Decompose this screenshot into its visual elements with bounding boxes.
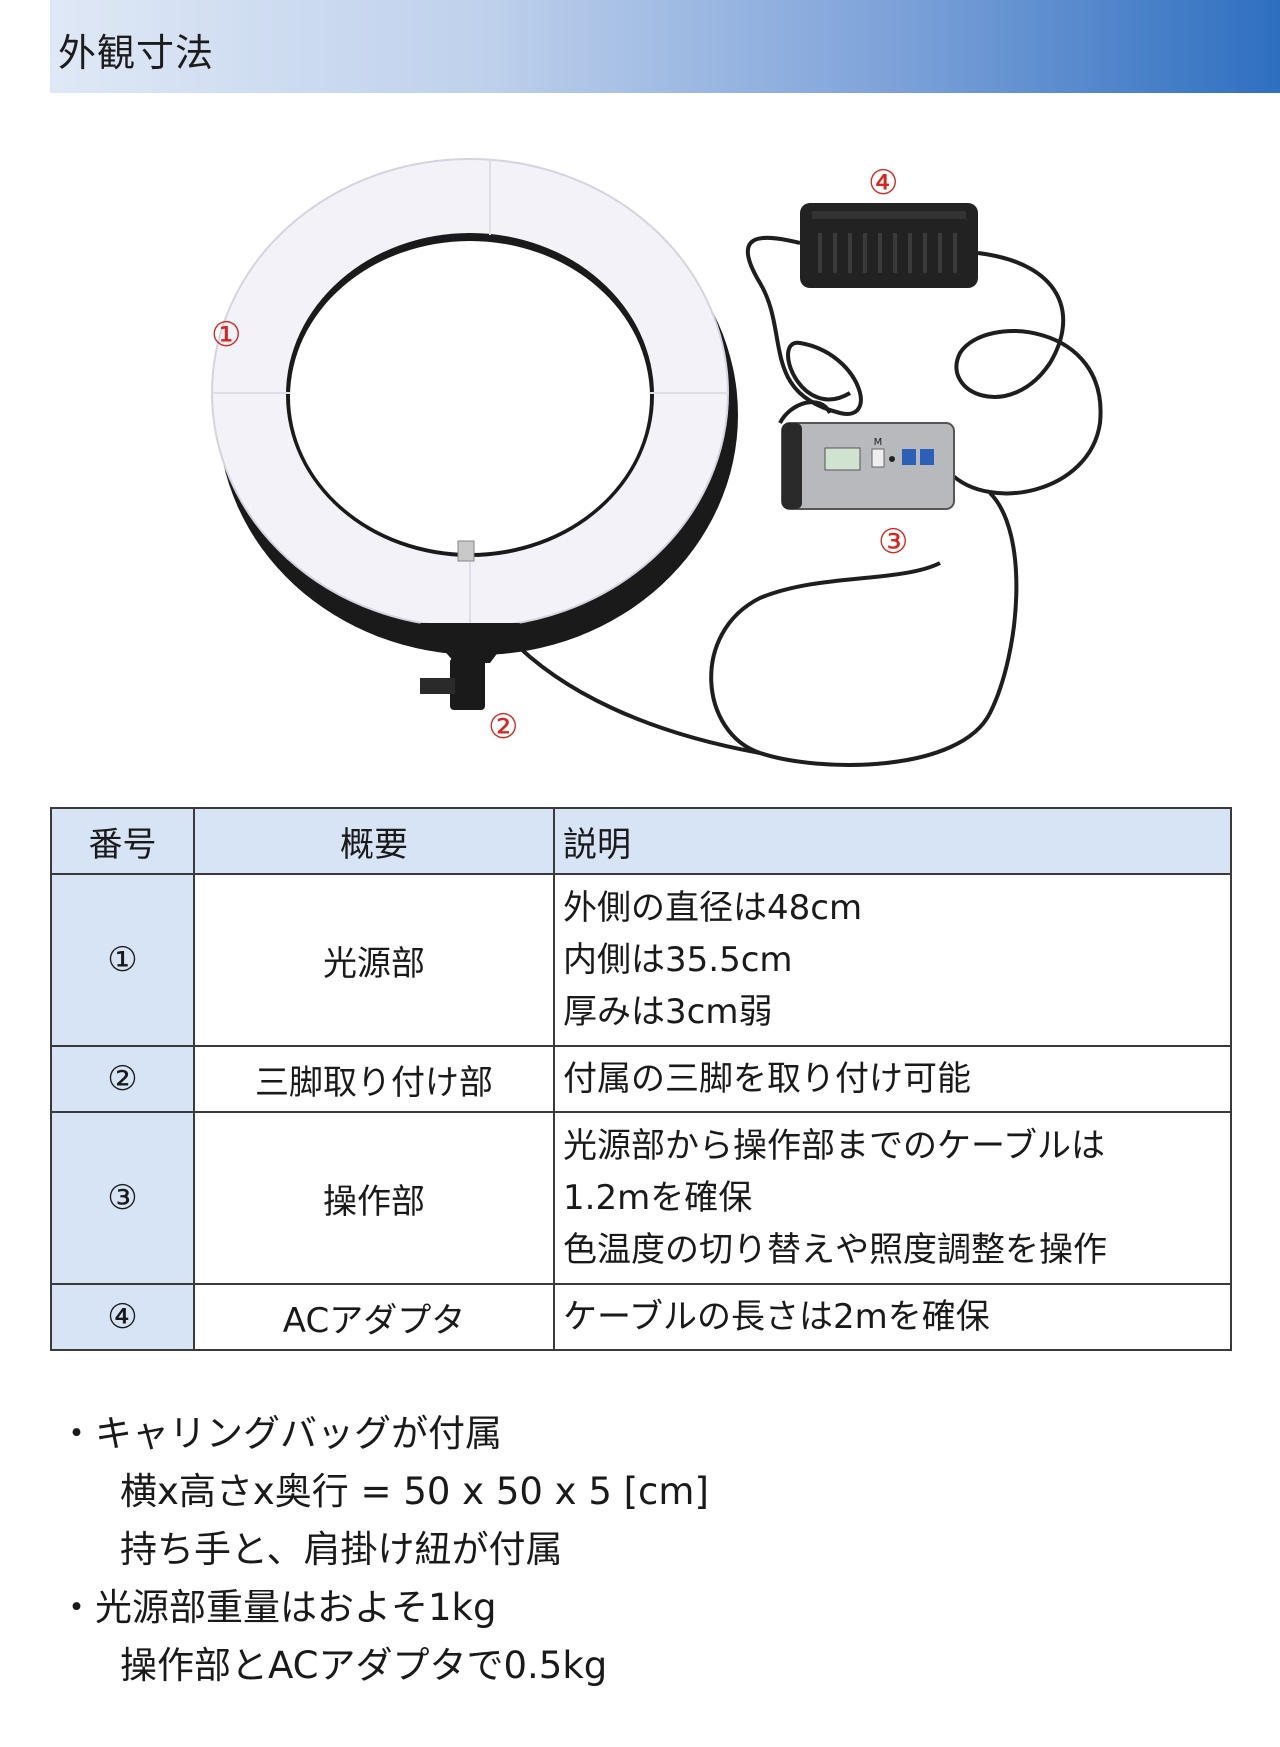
table-header-row: 番号 概要 説明 [50,807,1232,875]
row-description: ケーブルの長さは2mを確保 [553,1283,1232,1351]
tripod-mount-image [420,623,520,710]
callout-2: ② [488,707,519,747]
row-description: 付属の三脚を取り付け可能 [553,1045,1232,1113]
product-photo: M [211,158,1103,767]
description-line: 内側は35.5cm [563,940,793,980]
description-line: 厚みは3cm弱 [563,992,773,1032]
row-summary: ACアダプタ [193,1283,555,1351]
controller-mode-label: M [874,437,883,448]
description-line: ケーブルの長さは2mを確保 [563,1297,990,1337]
table-row: ③ 操作部 光源部から操作部までのケーブルは 1.2mを確保 色温度の切り替えや… [50,1111,1232,1285]
controller-image: M [781,422,955,510]
row-number: ④ [50,1283,195,1351]
description-line: 1.2mを確保 [563,1178,753,1218]
notes-list: ・キャリングバッグが付属 横x高さx奥行 = 50 x 50 x 5 [cm] … [58,1405,709,1695]
spec-table: 番号 概要 説明 ① 光源部 外側の直径は48cm 内側は35.5cm 厚みは3… [50,807,1232,1351]
callout-3: ③ [878,522,909,562]
row-description: 光源部から操作部までのケーブルは 1.2mを確保 色温度の切り替えや照度調整を操… [553,1111,1232,1285]
ac-adapter-image [800,203,978,288]
header-number: 番号 [50,807,195,875]
note-bag-handle: 持ち手と、肩掛け紐が付属 [120,1528,563,1571]
description-line: 付属の三脚を取り付け可能 [563,1059,971,1099]
note-bag-dimensions: 横x高さx奥行 = 50 x 50 x 5 [cm] [120,1470,709,1513]
row-number: ③ [50,1111,195,1285]
section-header: 外観寸法 [50,0,1280,93]
row-number: ② [50,1045,195,1113]
cables-image [503,235,1103,767]
row-description: 外側の直径は48cm 内側は35.5cm 厚みは3cm弱 [553,873,1232,1047]
header-description: 説明 [553,807,1232,875]
description-line: 外側の直径は48cm [563,888,863,928]
table-row: ④ ACアダプタ ケーブルの長さは2mを確保 [50,1283,1232,1351]
ring-light-image [211,158,738,655]
table-row: ① 光源部 外側の直径は48cm 内側は35.5cm 厚みは3cm弱 [50,873,1232,1047]
row-number: ① [50,873,195,1047]
row-summary: 操作部 [193,1111,555,1285]
section-title: 外観寸法 [58,31,215,75]
note-carrying-bag: ・キャリングバッグが付属 [58,1412,502,1455]
row-summary: 三脚取り付け部 [193,1045,555,1113]
description-line: 光源部から操作部までのケーブルは [563,1126,1105,1166]
description-line: 色温度の切り替えや照度調整を操作 [563,1230,1107,1270]
callout-1: ① [211,315,242,355]
row-summary: 光源部 [193,873,555,1047]
note-light-weight: ・光源部重量はおよそ1kg [58,1586,497,1629]
table-row: ② 三脚取り付け部 付属の三脚を取り付け可能 [50,1045,1232,1113]
header-summary: 概要 [193,807,555,875]
callout-4: ④ [868,163,899,203]
note-accessory-weight: 操作部とACアダプタで0.5kg [120,1644,608,1687]
